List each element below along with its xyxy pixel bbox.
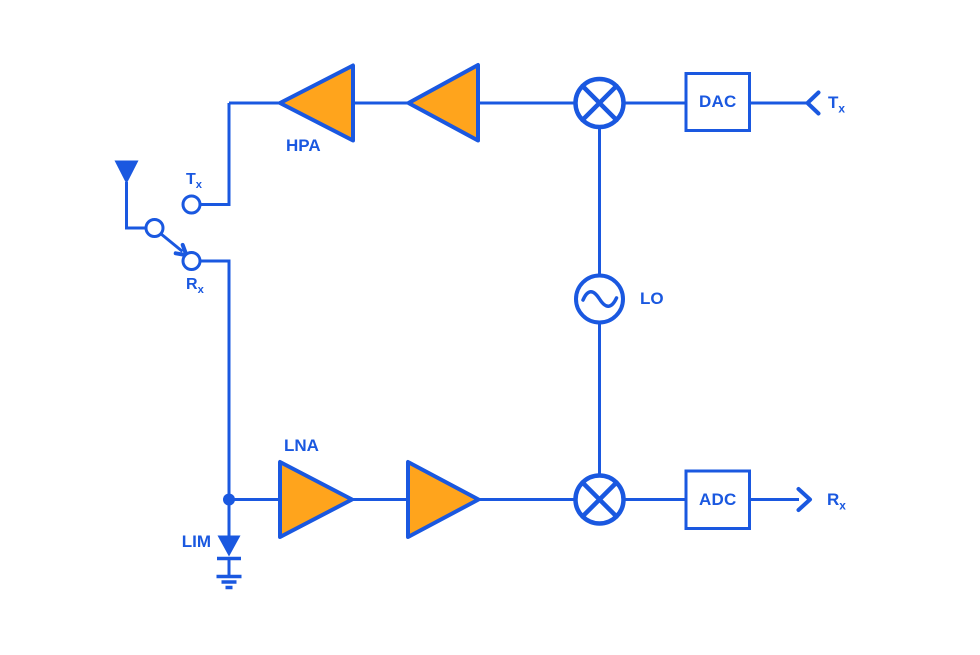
rx-mixer: [573, 473, 626, 526]
rx-switch-port-main: R: [186, 276, 198, 293]
dac-label: DAC: [699, 92, 737, 111]
rx-io-sub: x: [839, 498, 846, 513]
lna-amplifier-2: [406, 460, 481, 539]
tx-io-main: T: [828, 93, 839, 112]
switch-pole-circle: [144, 218, 165, 238]
rx-switch-port-label: Rx: [186, 277, 204, 296]
tx-switch-port-main: T: [186, 171, 196, 188]
hpa-amplifier-1: [278, 63, 355, 143]
limiter-diode: [217, 535, 241, 561]
hpa-chain: [278, 63, 480, 143]
wires: [125, 101, 806, 575]
tx-io-label: Tx: [828, 94, 845, 115]
lo-oscillator: [574, 273, 625, 325]
antenna-feed-wire: [125, 182, 146, 230]
tx-mixer: [573, 76, 626, 130]
lo-label: LO: [640, 289, 664, 308]
antenna-icon: [114, 160, 139, 184]
lna-amplifier-1: [278, 460, 354, 539]
tx-io-sub: x: [838, 101, 846, 116]
lim-label: LIM: [181, 532, 211, 551]
tx-switch-port-label: Tx: [186, 172, 202, 191]
sine-wave-icon: [581, 290, 619, 308]
tx-port-circle: [181, 194, 202, 215]
switch-arm: [159, 232, 184, 253]
rx-switch-port-sub: x: [197, 284, 204, 297]
tr-switch: [144, 194, 202, 271]
lna-chain: [278, 460, 481, 539]
tx-mixer-x-icon: [580, 83, 619, 123]
rx-io-label: Rx: [827, 491, 846, 512]
junction-dot: [223, 493, 235, 506]
rx-output-arrow-icon: [796, 487, 812, 512]
adc-block: [684, 469, 751, 530]
dac-block: [684, 72, 751, 132]
tx-port-wire: [200, 103, 231, 206]
rx-io-main: R: [827, 490, 840, 509]
antenna-symbol: [114, 160, 139, 184]
diode-icon: [217, 535, 241, 557]
tx-switch-port-sub: x: [195, 179, 203, 192]
tx-input-arrow-icon: [805, 90, 821, 116]
hpa-label: HPA: [286, 136, 321, 155]
lna-label: LNA: [284, 436, 319, 455]
rx-port-wire: [200, 259, 231, 500]
adc-label: ADC: [699, 489, 737, 509]
ground-symbol: [216, 574, 242, 590]
rx-port-circle: [181, 251, 202, 271]
rx-mixer-x-icon: [580, 480, 619, 519]
hpa-amplifier-2: [406, 63, 480, 143]
